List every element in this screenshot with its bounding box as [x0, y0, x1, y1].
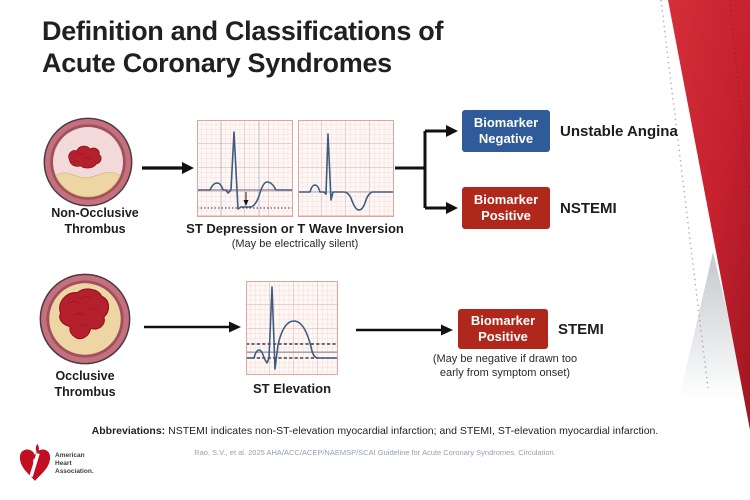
aha-heart-torch-icon — [19, 442, 51, 481]
non-occlusive-vessel-illustration — [43, 117, 133, 207]
arrow-right-icon — [142, 162, 194, 174]
abbreviations-text: NSTEMI indicates non-ST-elevation myocar… — [165, 425, 659, 437]
ribbon-decoration — [660, 0, 750, 430]
ecg-caption-row1: ST Depression or T Wave Inversion — [186, 221, 404, 236]
non-occlusive-thrombus-label: Non-Occlusive Thrombus — [51, 206, 139, 236]
page-title: Definition and Classifications of Acute … — [42, 16, 444, 78]
biomarker-positive-badge-stemi: Biomarker Positive — [458, 309, 548, 349]
unstable-angina-label: Unstable Angina — [560, 122, 678, 140]
ecg-caption-row2: ST Elevation — [252, 381, 332, 396]
occlusive-vessel-illustration — [39, 273, 131, 365]
stemi-note: (May be negative if drawn too early from… — [432, 353, 578, 379]
biomarker-negative-badge: Biomarker Negative — [462, 110, 550, 152]
ecg-st-elevation-panel — [246, 281, 338, 375]
arrow-right-icon — [356, 324, 453, 336]
aha-logo-line1: American — [55, 452, 85, 459]
aha-logo-text: American Heart Association. — [55, 452, 94, 475]
ecg-t-wave-inversion-panel — [298, 120, 394, 217]
abbreviations-label: Abbreviations: — [91, 425, 166, 437]
occlusive-thrombus-label: Occlusive Thrombus — [54, 369, 116, 399]
ecg-st-depression-panel — [197, 120, 293, 217]
stemi-label: STEMI — [558, 320, 604, 338]
aha-logo-line2: Heart — [55, 459, 72, 467]
abbreviations-line: Abbreviations: NSTEMI indicates non-ST-e… — [0, 425, 750, 437]
branch-connector-icon — [395, 125, 458, 214]
nstemi-label: NSTEMI — [560, 199, 617, 217]
arrow-right-icon — [144, 321, 241, 333]
ecg-note-row1: (May be electrically silent) — [231, 238, 359, 250]
aha-logo-line3: Association. — [55, 467, 94, 475]
citation-line: Rao, S.V., et al. 2025 AHA/ACC/ACEP/NAEM… — [194, 448, 556, 457]
biomarker-positive-badge-nstemi: Biomarker Positive — [462, 187, 550, 229]
